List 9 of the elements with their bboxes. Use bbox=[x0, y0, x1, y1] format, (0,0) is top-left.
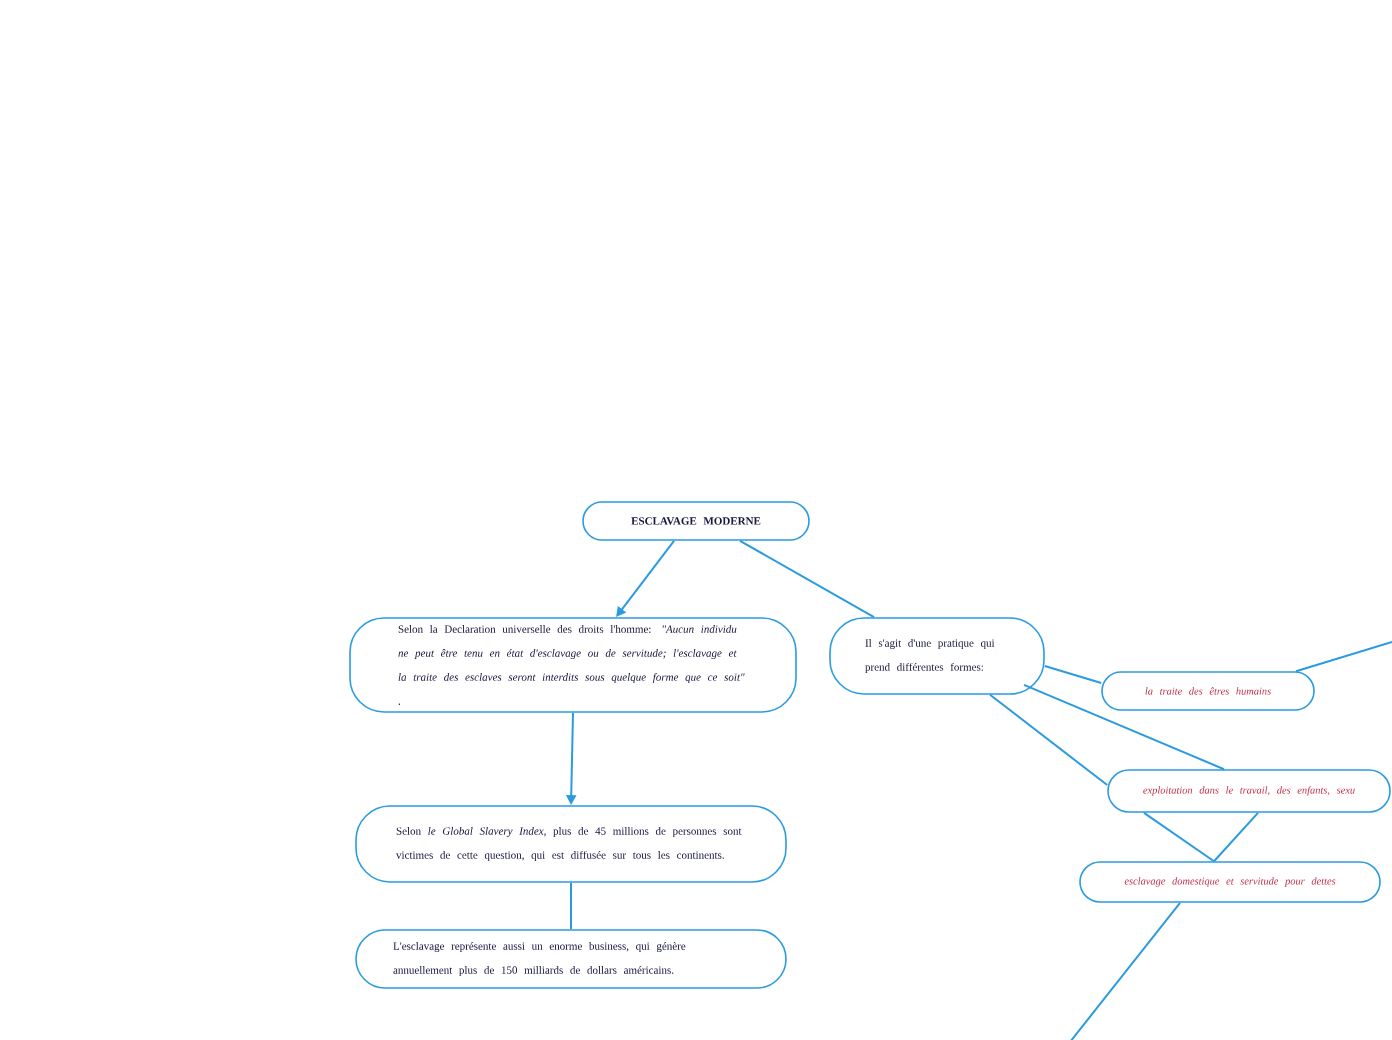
connector bbox=[739, 539, 875, 619]
connector bbox=[989, 693, 1109, 786]
connector bbox=[1043, 665, 1103, 684]
connector bbox=[570, 881, 572, 931]
connector bbox=[1023, 683, 1225, 771]
connector bbox=[1295, 641, 1392, 673]
connector bbox=[1143, 811, 1215, 863]
connector bbox=[1213, 811, 1259, 863]
connector bbox=[1069, 901, 1181, 1040]
